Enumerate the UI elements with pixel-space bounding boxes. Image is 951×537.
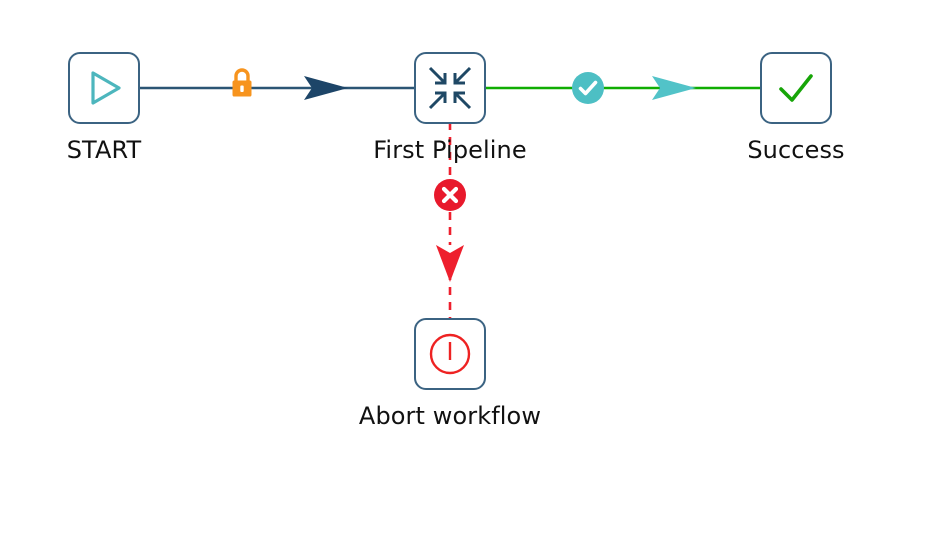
arrowhead-pipeline-to-success	[652, 76, 696, 100]
edge-pipeline-to-success[interactable]	[486, 78, 764, 98]
check-icon	[779, 74, 813, 102]
node-abort-workflow-label: Abort workflow	[358, 402, 542, 430]
edge-pipeline-to-abort[interactable]	[440, 122, 460, 322]
node-abort-workflow[interactable]	[414, 318, 486, 390]
node-start-label: START	[66, 136, 142, 164]
arrowhead-pipeline-to-abort	[436, 245, 464, 282]
collapse-arrows-icon	[428, 66, 472, 110]
power-stop-icon	[429, 333, 471, 375]
node-first-pipeline[interactable]	[414, 52, 486, 124]
arrowhead-start-to-pipeline	[304, 76, 348, 100]
node-success-label: Success	[747, 136, 845, 164]
node-start[interactable]	[68, 52, 140, 124]
error-circle-icon[interactable]	[433, 178, 467, 212]
play-triangle-icon	[91, 71, 121, 105]
lock-icon[interactable]	[228, 66, 256, 102]
node-success[interactable]	[760, 52, 832, 124]
node-first-pipeline-label: First Pipeline	[373, 136, 527, 164]
edge-start-to-pipeline[interactable]	[138, 78, 416, 98]
check-circle-icon[interactable]	[571, 71, 605, 105]
